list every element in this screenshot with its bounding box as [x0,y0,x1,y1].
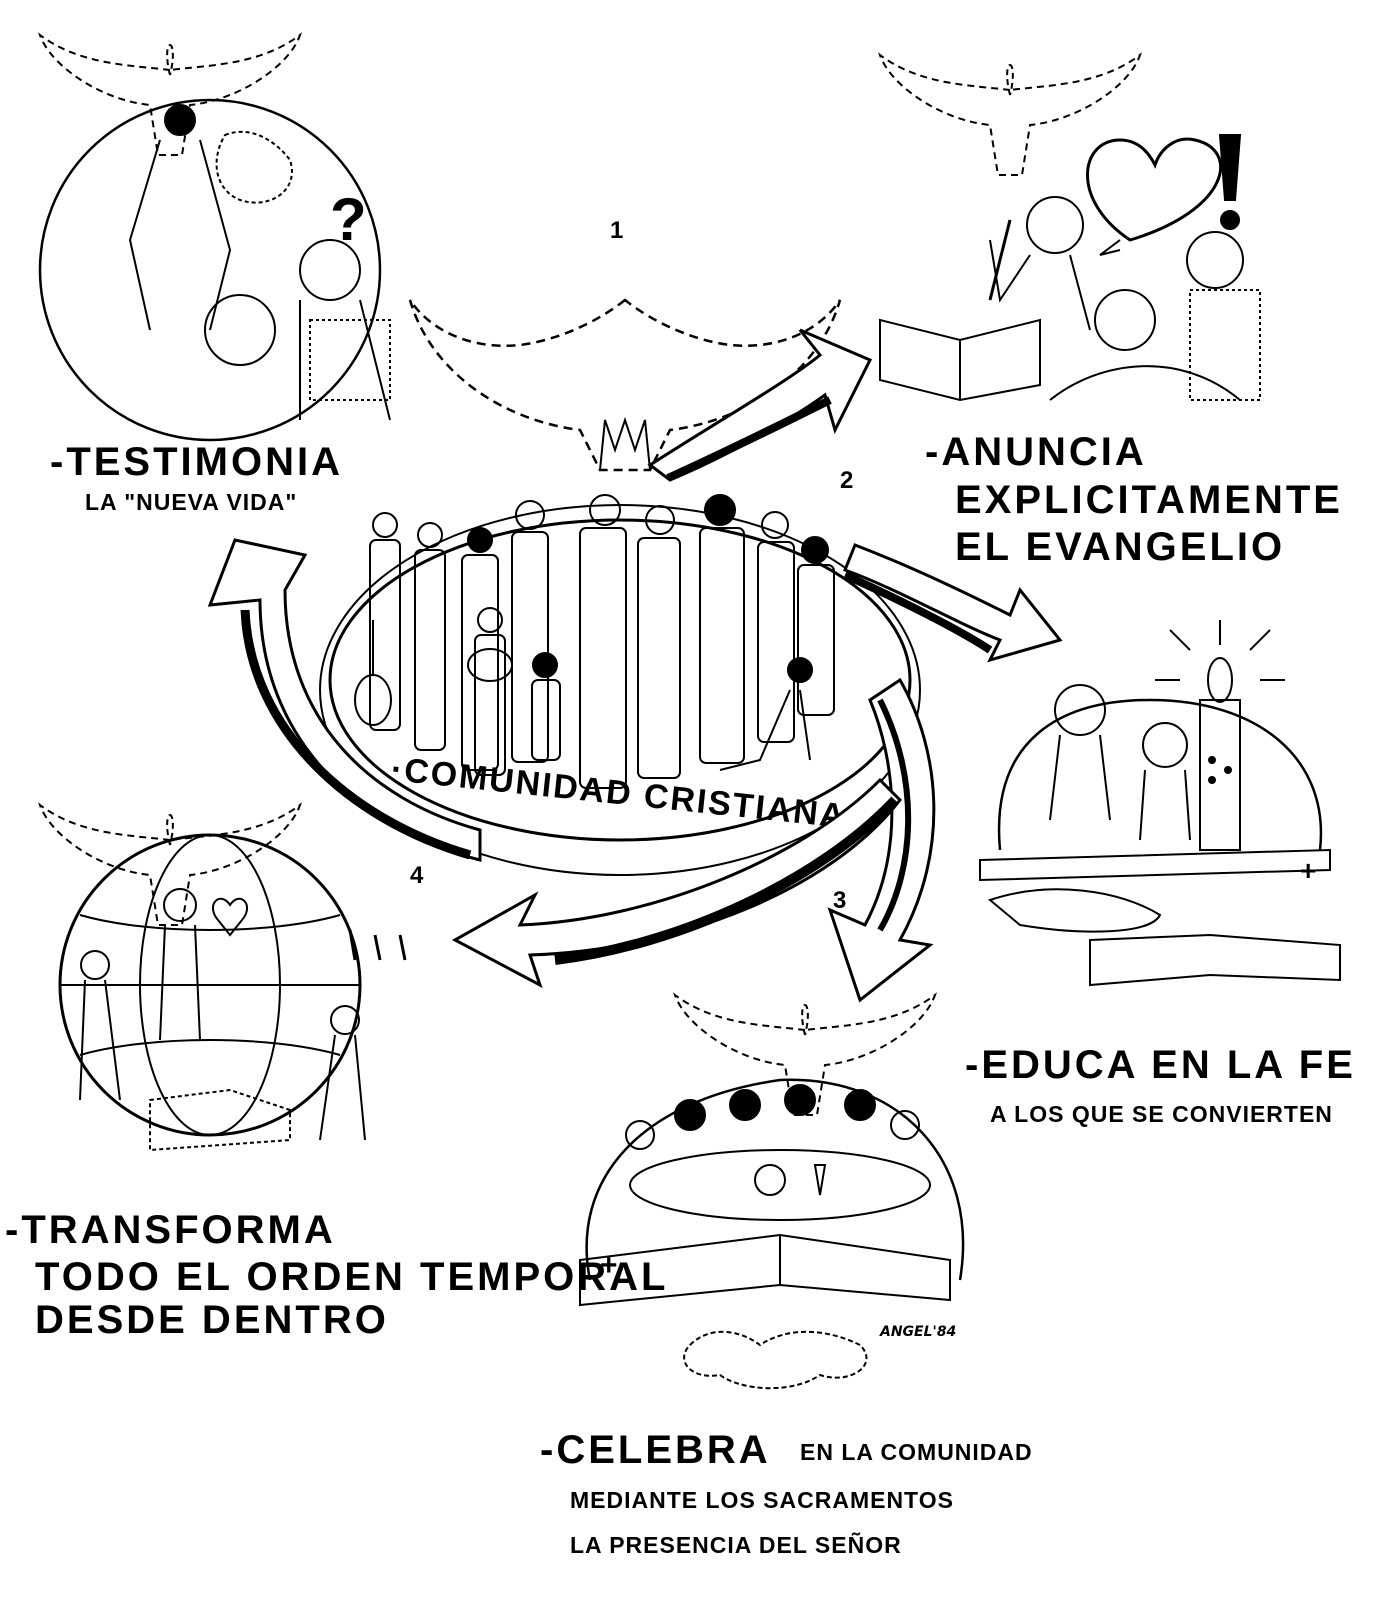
celebra-line3: LA PRESENCIA DEL SEÑOR [570,1531,902,1558]
step-number-1: 1 [610,217,623,244]
heart-icon [1086,137,1222,242]
arrow-to-educa [843,543,1063,663]
step-number-3: 3 [833,887,846,914]
arrow-to-transforma [451,777,902,989]
question-mark-icon: ? [330,186,367,253]
anuncia-scene [879,54,1261,402]
transforma-title: -TRANSFORMA [5,1208,336,1252]
flow-arrows [207,328,1063,1003]
step-number-2: 2 [840,467,853,494]
central-dove-icon [408,298,842,472]
arrow-to-testimonia [207,538,482,862]
educa-sub: A LOS QUE SE CONVIERTEN [990,1101,1333,1127]
arrow-to-anuncia [647,328,873,482]
testimonia-scene: ? [38,34,391,442]
transforma-line3: DESDE DENTRO [35,1298,389,1342]
artist-signature: ANGEL'84 [879,1324,956,1340]
transforma-line2: TODO EL ORDEN TEMPORAL [35,1255,668,1299]
anuncia-line3: EL EVANGELIO [955,525,1285,569]
celebra-line2: MEDIANTE LOS SACRAMENTOS [570,1487,954,1513]
heart-icon [211,897,249,937]
celebra-title: -CELEBRA [540,1428,771,1472]
celebra-inline: EN LA COMUNIDAD [800,1439,1033,1465]
educa-title: -EDUCA EN LA FE [965,1043,1356,1087]
step-number-4: 4 [410,862,424,889]
anuncia-title: -ANUNCIA [925,430,1147,474]
candle-icon [1155,620,1285,851]
globe-icon [58,833,362,1137]
cross-icon: + [1300,855,1316,886]
testimonia-title: -TESTIMONIA [50,440,343,484]
book-icon [1089,933,1341,987]
dove-icon [879,54,1141,176]
dove-icon [39,804,301,926]
exclamation-icon [1218,134,1242,230]
testimonia-sub: LA "NUEVA VIDA" [85,489,297,515]
celebra-scene: + [579,994,965,1390]
cross-icon: + [600,1249,618,1282]
anuncia-line2: EXPLICITAMENTE [955,478,1343,522]
educa-scene: + [979,620,1341,987]
transforma-scene [39,804,407,1152]
arrow-to-celebra [827,677,936,1003]
crowd-illustration [354,494,835,789]
